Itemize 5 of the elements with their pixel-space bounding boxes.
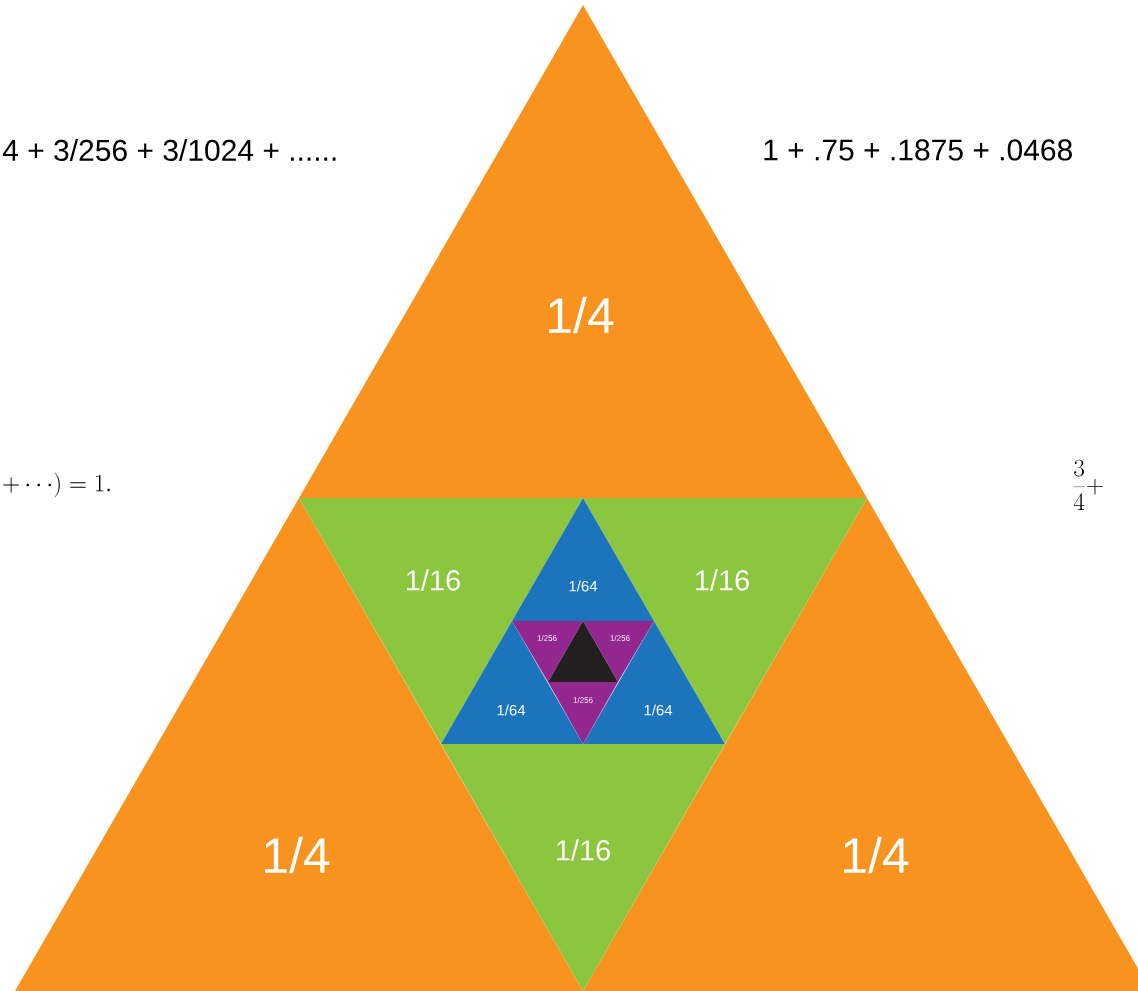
triangle: 1/256 (583, 621, 654, 682)
triangle: 1/256 (548, 682, 618, 744)
triangle: 1/256 (512, 621, 583, 682)
triangle: 1/16 (441, 744, 725, 991)
triangle: 1/64 (512, 498, 654, 621)
